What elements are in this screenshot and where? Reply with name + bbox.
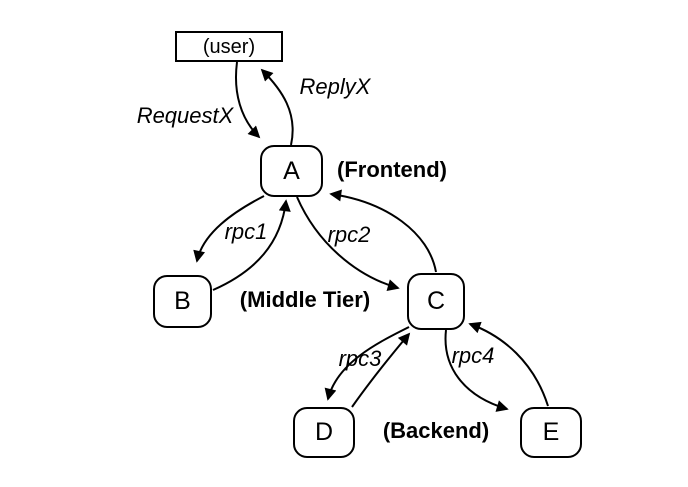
edge-requestx-arrow [235,61,261,139]
node-e-label: E [542,418,560,446]
node-b-label: B [174,287,191,315]
edge-rpc1-return-arrow [212,199,291,291]
edge-label-rpc1: rpc1 [224,219,268,244]
node-a-label: A [283,156,300,185]
node-a: A [260,145,323,197]
node-c-label: C [426,287,446,315]
edge-label-rpc3: rpc3 [338,346,382,371]
node-user: (user) [175,31,283,62]
edge-rpc1-forward-arrow [193,195,265,263]
node-c: C [407,273,465,330]
edge-label-requestx: RequestX [136,103,234,128]
node-b: B [153,275,212,328]
edge-rpc4-return-arrow [468,321,549,407]
edge-label-rpc4: rpc4 [451,343,495,368]
edge-rpc2-forward-arrow [296,196,400,291]
node-d: D [293,407,355,458]
edge-label-rpc2: rpc2 [327,222,371,247]
node-user-label: (user) [202,35,256,58]
tier-label-backend: (Backend) [382,418,490,443]
edge-label-replyx: ReplyX [299,74,371,99]
edge-replyx-arrow [260,68,294,146]
edge-rpc4-forward-arrow [444,329,509,412]
node-e: E [520,407,582,458]
node-d-label: D [314,418,334,446]
edge-rpc3-forward-arrow [324,326,410,401]
edge-rpc2-return-arrow [329,189,437,273]
edge-rpc3-return-arrow [351,332,411,408]
tier-label-frontend: (Frontend) [337,157,447,182]
tier-label-middle: (Middle Tier) [239,287,371,312]
